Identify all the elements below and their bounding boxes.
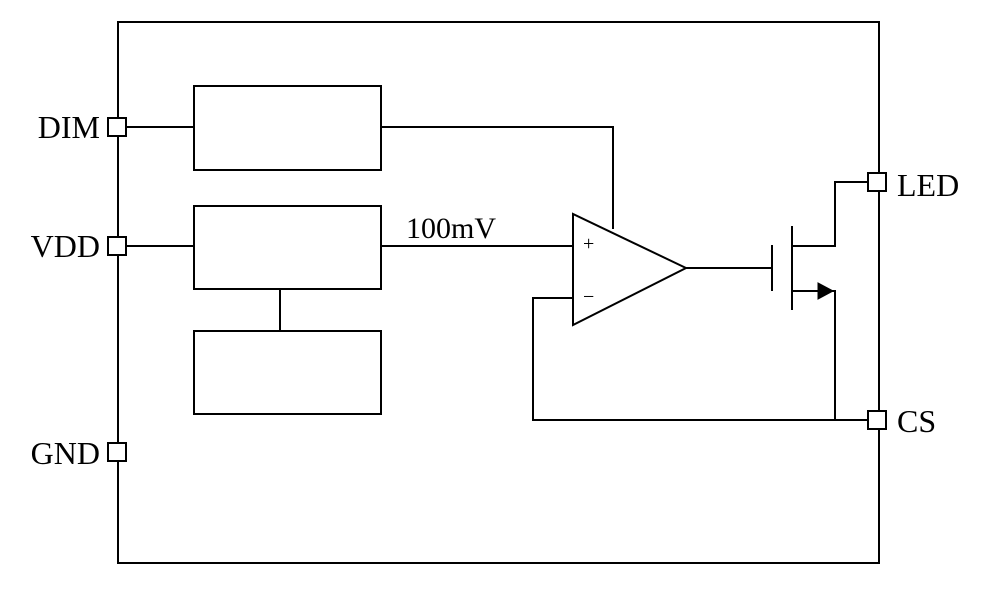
pin-label-led: LED <box>897 167 959 203</box>
pin-label-vdd: VDD <box>31 228 100 264</box>
dim-block <box>193 85 382 171</box>
source-arrow-icon <box>817 282 835 300</box>
mosfet-symbol <box>771 226 835 310</box>
comparator-minus-sign: − <box>583 286 594 308</box>
lower-block <box>193 330 382 415</box>
chip-outline <box>117 21 880 564</box>
reference-voltage-label: 100mV <box>406 212 496 245</box>
pin-gnd <box>107 442 127 462</box>
pin-cs <box>867 410 887 430</box>
pin-label-dim: DIM <box>38 109 100 145</box>
pin-label-gnd: GND <box>31 435 100 471</box>
pin-vdd <box>107 236 127 256</box>
pin-led <box>867 172 887 192</box>
regulator-block <box>193 205 382 290</box>
pin-dim <box>107 117 127 137</box>
comparator-triangle <box>572 212 689 327</box>
comparator-plus-sign: + <box>583 233 594 255</box>
wiring <box>126 126 868 421</box>
pin-label-cs: CS <box>897 403 936 439</box>
